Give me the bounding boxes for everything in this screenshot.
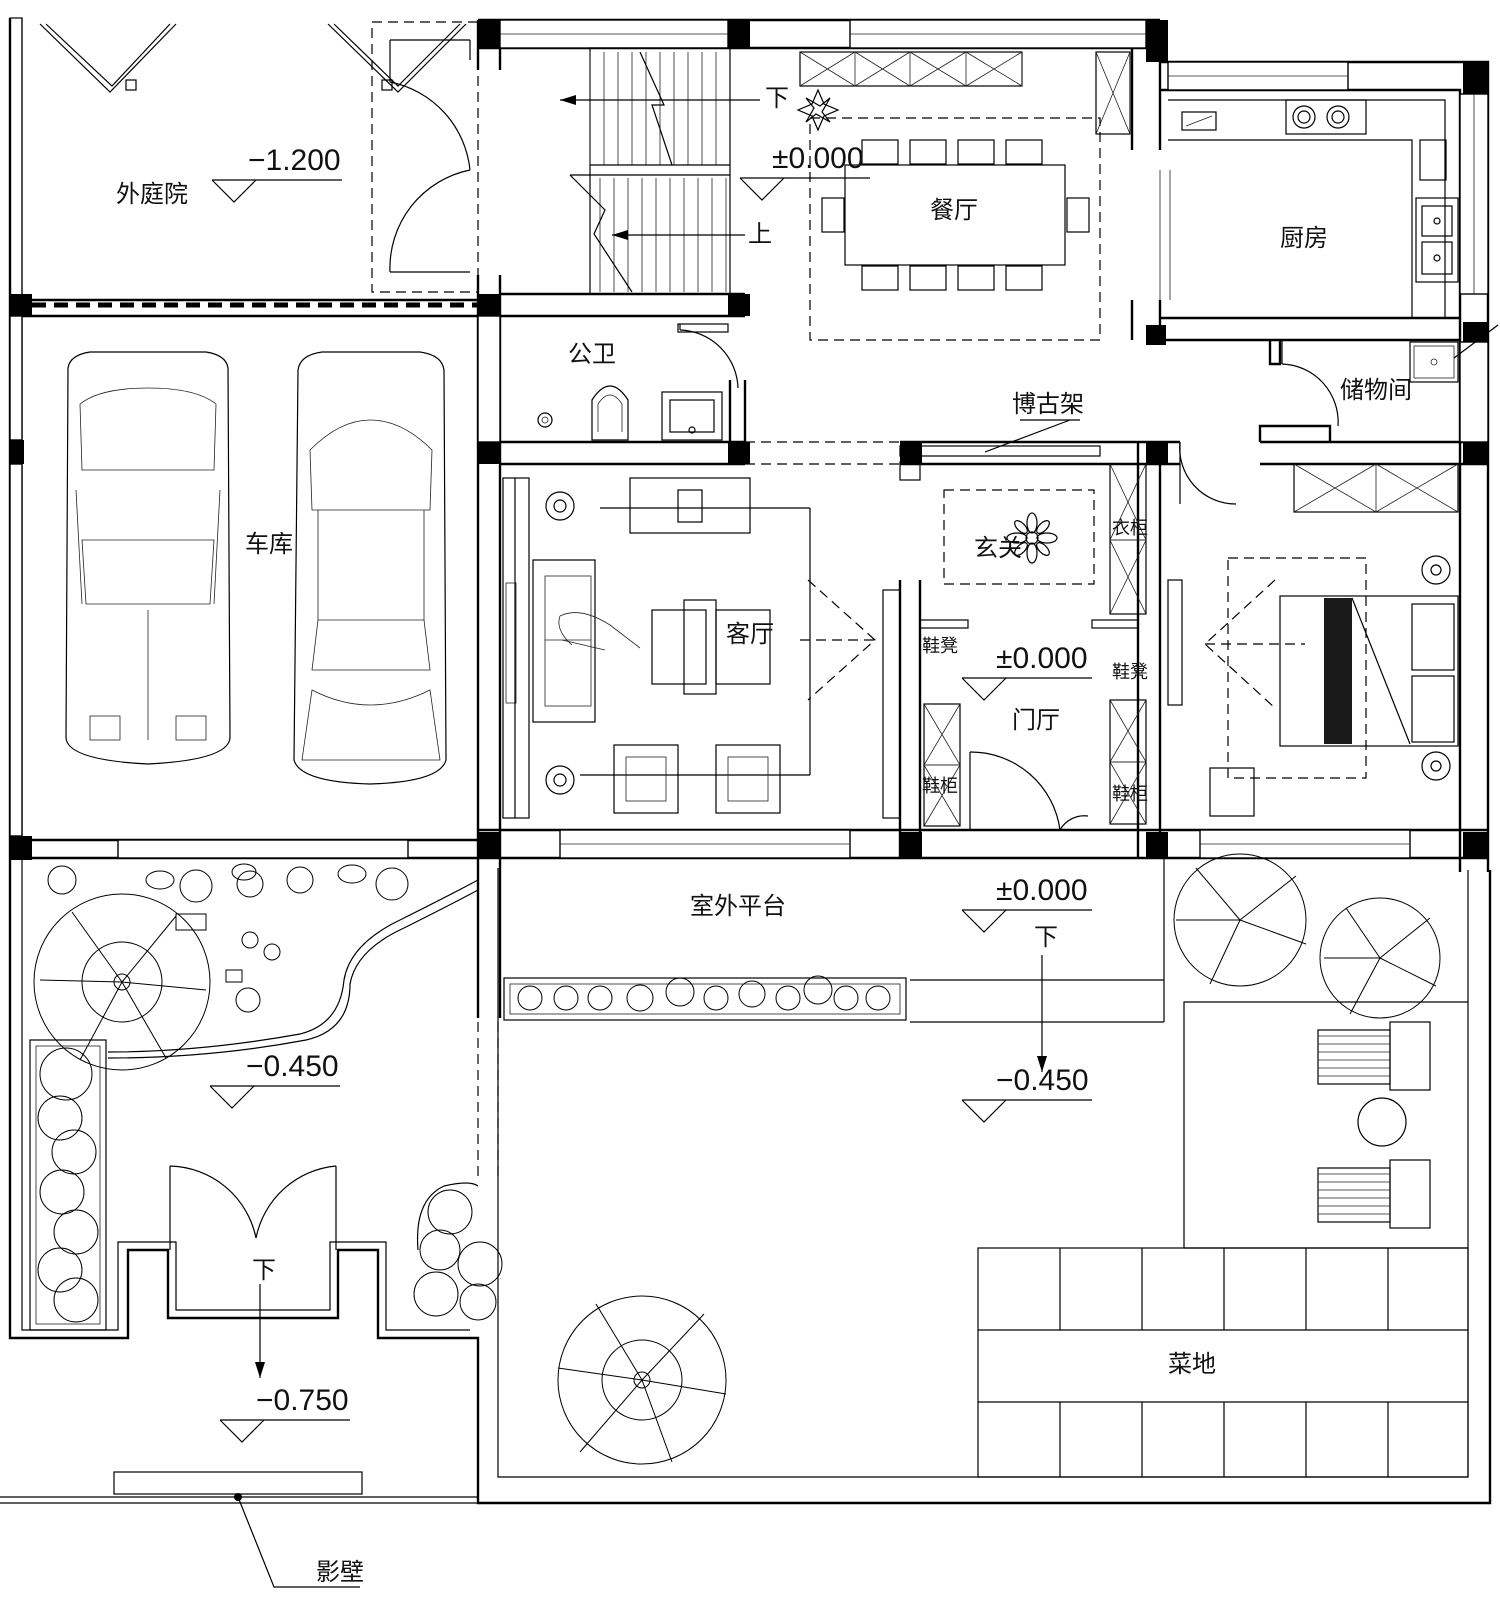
front-garden-left: −0.450 下 −0.750	[29, 863, 503, 1443]
shrubs-left	[47, 863, 409, 1013]
house-walls	[10, 18, 1490, 1018]
label-outdoor-terrace: 室外平台	[690, 892, 786, 920]
label-shoe-cabinet-right: 鞋柜	[1112, 784, 1148, 805]
label-vegetable-garden: 菜地	[1168, 1350, 1216, 1378]
level-mark-front-yard-left: −0.450	[209, 1050, 340, 1109]
label-curio-shelf: 博古架	[1012, 390, 1084, 418]
kitchen: 厨房	[1159, 99, 1459, 318]
label-screen-wall: 影壁	[316, 1558, 364, 1586]
label-coat-cabinet: 衣柜	[1112, 518, 1148, 539]
label-shoe-bench-right: 鞋凳	[1112, 662, 1148, 683]
svg-text:±0.000: ±0.000	[772, 142, 864, 175]
stair-up-label: 上	[748, 220, 772, 248]
label-shoe-bench-left: 鞋凳	[922, 636, 958, 657]
svg-text:−0.450: −0.450	[246, 1050, 339, 1083]
living-room: 客厅	[502, 477, 876, 819]
courtyard-gate	[169, 1165, 337, 1250]
room-label-public-wc: 公卫	[568, 340, 616, 368]
level-mark-terrace: ±0.000	[961, 874, 1092, 933]
vegetable-garden: 菜地	[977, 1247, 1469, 1478]
dining-room: 餐厅 ±0.000	[739, 51, 1131, 341]
garage: 车库	[65, 351, 447, 785]
svg-text:下: 下	[252, 1256, 276, 1284]
room-label-kitchen: 厨房	[1280, 224, 1328, 252]
car-right-icon	[293, 351, 447, 785]
room-label-storage: 储物间	[1340, 376, 1412, 404]
room-label-living: 客厅	[726, 620, 774, 648]
svg-text:−0.750: −0.750	[256, 1384, 349, 1417]
terrace-down-arrow: 下	[1034, 923, 1058, 1072]
level-mark-courtyard: −1.200	[211, 144, 342, 203]
outer-courtyard	[9, 17, 479, 308]
room-label-garage: 车库	[245, 530, 293, 558]
bedroom	[1167, 463, 1459, 817]
flower-ornament-icon	[796, 88, 840, 132]
site-boundary	[0, 18, 1492, 1505]
room-label-entry-hall: 门厅	[1012, 706, 1060, 734]
patio-area	[1173, 853, 1468, 1249]
level-mark-dining: ±0.000	[739, 142, 870, 201]
columns	[10, 20, 1488, 860]
stair-down-label: 下	[765, 84, 789, 112]
windows	[9, 19, 1489, 859]
stairs: 下 上	[560, 47, 789, 295]
front-yard-right: −0.450	[557, 853, 1469, 1478]
tree-front-icon	[557, 1295, 727, 1465]
room-label-outer-courtyard: 外庭院	[116, 180, 188, 208]
svg-text:下: 下	[1034, 923, 1058, 951]
level-mark-front-yard-right: −0.450	[961, 1064, 1092, 1123]
gate-down-arrow: 下	[252, 1256, 276, 1378]
outdoor-terrace: 室外平台 ±0.000 下	[497, 858, 1165, 1180]
courtyard-labels: 外庭院 −1.200	[116, 144, 342, 208]
level-mark-gate: −0.750	[219, 1384, 350, 1443]
car-left-icon	[65, 351, 231, 765]
label-shoe-cabinet-left: 鞋柜	[922, 776, 958, 797]
svg-text:−1.200: −1.200	[248, 144, 341, 177]
tree-large-icon	[33, 893, 211, 1071]
svg-text:±0.000: ±0.000	[996, 642, 1088, 675]
screen-wall: 影壁	[113, 1471, 364, 1588]
storage-room: 储物间	[1179, 324, 1499, 505]
foyer-flower-icon	[1006, 512, 1058, 564]
curio-shelf: 博古架	[745, 390, 1101, 481]
entry-hall: 玄关 门厅 鞋凳 鞋凳 鞋柜 鞋柜 衣柜 ±0.000	[882, 463, 1148, 831]
level-mark-entry-hall: ±0.000	[961, 642, 1092, 701]
room-label-foyer: 玄关	[974, 534, 1022, 562]
public-wc: 公卫	[537, 323, 739, 441]
svg-text:−0.450: −0.450	[996, 1064, 1089, 1097]
svg-text:±0.000: ±0.000	[996, 874, 1088, 907]
room-label-dining: 餐厅	[930, 196, 978, 224]
